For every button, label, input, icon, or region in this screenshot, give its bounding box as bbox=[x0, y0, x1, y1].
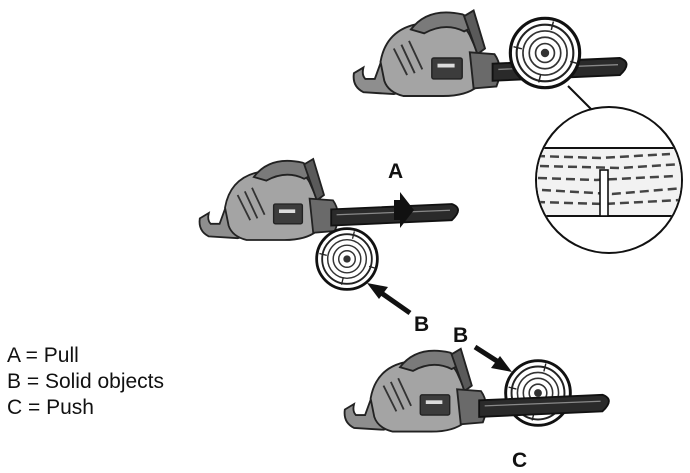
legend-item-a: A = Pull bbox=[7, 344, 79, 367]
log-cross-section-icon bbox=[315, 227, 379, 291]
direction-arrow-icon bbox=[473, 344, 512, 372]
legend-item-b: B = Solid objects bbox=[7, 370, 165, 393]
direction-arrow-icon bbox=[367, 283, 412, 316]
label-b-upper: B bbox=[414, 313, 429, 336]
label-c: C bbox=[512, 449, 527, 472]
chainsaw-icon bbox=[198, 158, 459, 241]
chainsaw-icon bbox=[352, 9, 628, 97]
legend-item-c: C = Push bbox=[7, 396, 94, 419]
legend: A = Pull B = Solid objects C = Push bbox=[7, 343, 164, 421]
label-a: A bbox=[388, 160, 403, 183]
zoom-detail-icon bbox=[535, 106, 683, 254]
direction-arrow-icon bbox=[394, 192, 414, 228]
log-cross-section-icon bbox=[508, 16, 582, 90]
label-b-lower: B bbox=[453, 324, 468, 347]
